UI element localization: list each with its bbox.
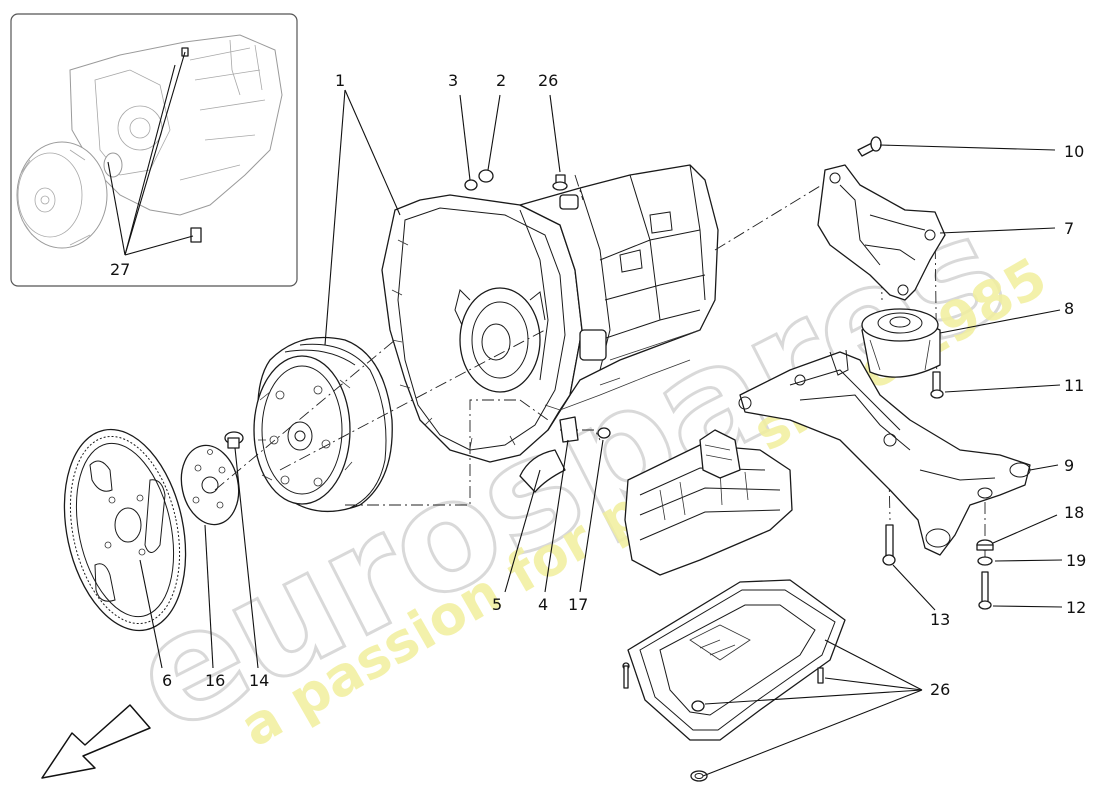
callout-10: 10 <box>1064 142 1084 161</box>
callout-3: 3 <box>448 71 458 90</box>
arrow-down-left-icon <box>41 704 151 779</box>
callout-1: 1 <box>335 71 345 90</box>
callout-5: 5 <box>492 595 502 614</box>
callout-labels: 1 3 2 26 10 7 8 11 9 18 19 12 13 26 5 4 … <box>162 71 1086 699</box>
bolt-14 <box>224 431 244 449</box>
callout-13: 13 <box>930 610 950 629</box>
callout-26-top: 26 <box>538 71 558 90</box>
bolt-11 <box>930 371 944 399</box>
flywheel <box>63 428 187 632</box>
small-hardware <box>464 169 611 493</box>
mounting-bracket <box>817 164 946 301</box>
bolt-10 <box>857 136 882 157</box>
callout-26-pan: 26 <box>930 680 950 699</box>
bolt-13 <box>882 524 896 566</box>
callout-2: 2 <box>496 71 506 90</box>
callout-6: 6 <box>162 671 172 690</box>
callout-11: 11 <box>1064 376 1084 395</box>
callout-17: 17 <box>568 595 588 614</box>
callout-12: 12 <box>1066 598 1086 617</box>
gearbox-housing <box>381 164 719 463</box>
callout-9: 9 <box>1064 456 1074 475</box>
engine-mount <box>861 308 941 378</box>
callout-16: 16 <box>205 671 225 690</box>
callout-18: 18 <box>1064 503 1084 522</box>
washer-18 <box>976 539 994 551</box>
callout-4: 4 <box>538 595 548 614</box>
torque-converter <box>253 336 393 513</box>
nut-19 <box>977 556 993 566</box>
callout-14: 14 <box>249 671 269 690</box>
drive-plate <box>180 444 240 526</box>
leader-lines <box>139 89 1063 777</box>
callout-8: 8 <box>1064 299 1074 318</box>
oil-pan <box>622 579 846 782</box>
callout-19: 19 <box>1066 551 1086 570</box>
bolt-12 <box>978 571 992 610</box>
callout-7: 7 <box>1064 219 1074 238</box>
inset-overview: 27 <box>10 13 298 287</box>
valve-body <box>624 429 793 576</box>
callout-27: 27 <box>110 260 130 279</box>
